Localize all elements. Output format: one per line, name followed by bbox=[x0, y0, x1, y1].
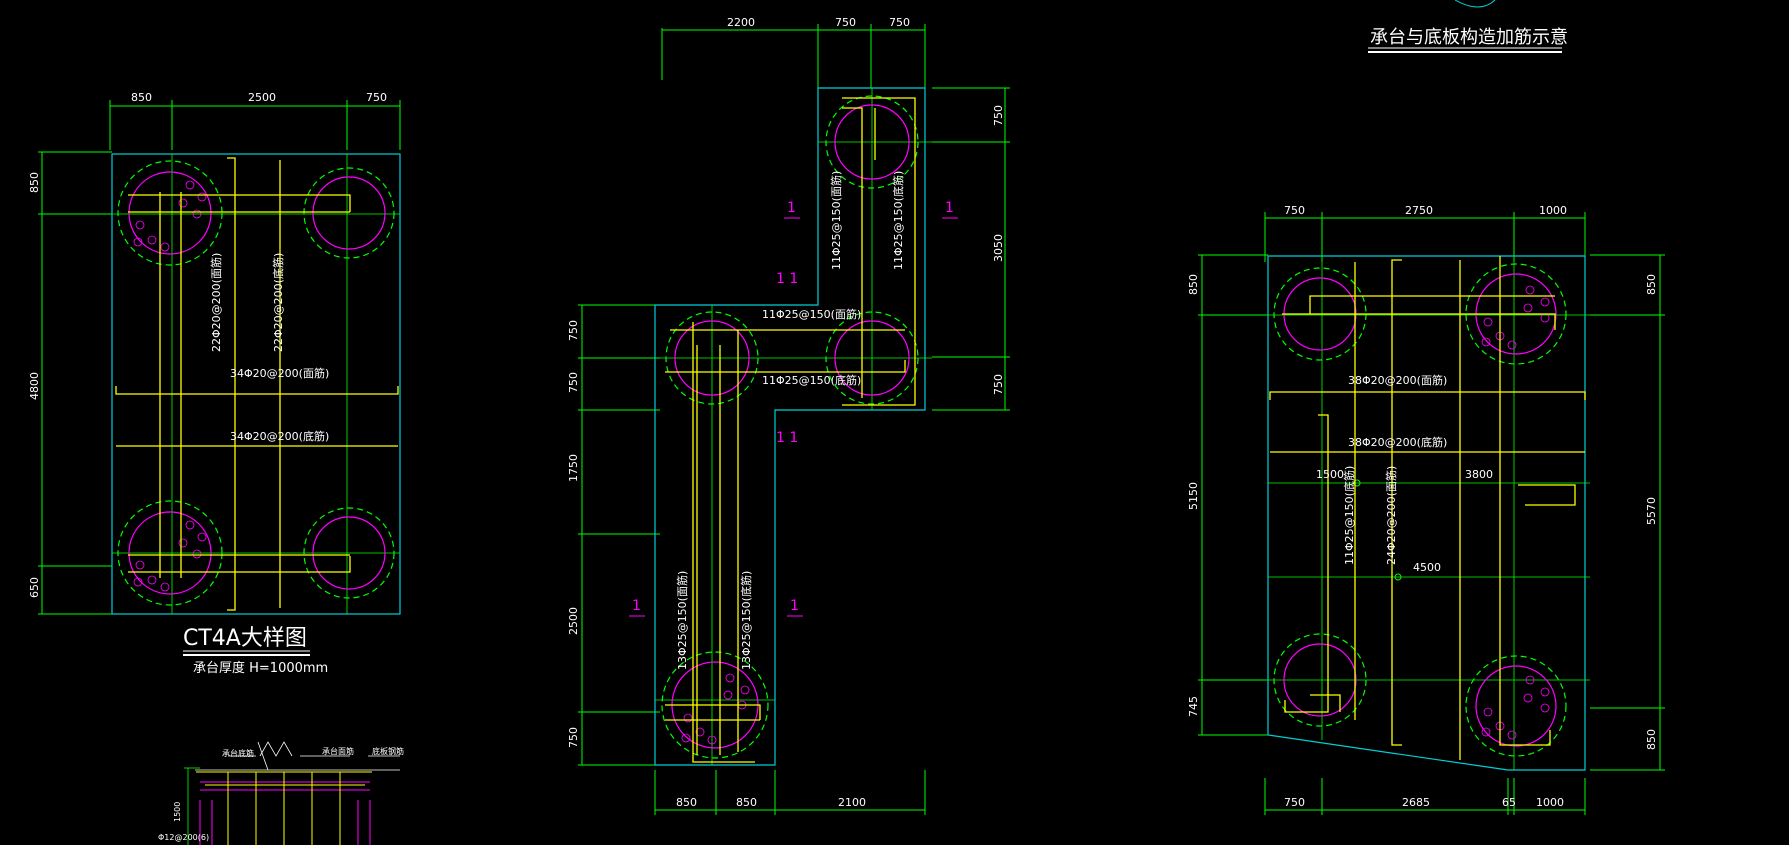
right-cap-dims-bottom bbox=[1264, 778, 1586, 815]
mid-dim-bottom-2: 850 bbox=[736, 796, 757, 809]
right-dim-inner2: 3800 bbox=[1465, 468, 1493, 481]
right-dim-bottom-2: 2685 bbox=[1402, 796, 1430, 809]
right-dim-right-1: 850 bbox=[1645, 274, 1658, 295]
right-cap-piles bbox=[1273, 263, 1567, 757]
left-cap-title: CT4A大样图 bbox=[183, 626, 307, 651]
mid-dim-left-3: 1750 bbox=[567, 454, 580, 482]
dim-left-3: 650 bbox=[28, 577, 41, 598]
section-marks: 1 1 1 1 1 1 1 1 bbox=[629, 200, 958, 617]
section-mark: 1 bbox=[787, 200, 796, 216]
rebar-label-h1: 34Φ20@200(面筋) bbox=[230, 366, 329, 380]
middle-cap-outline bbox=[654, 87, 926, 766]
right-rebar-v2: 24Φ20@200(面筋) bbox=[1384, 466, 1398, 565]
right-dim-top-2: 2750 bbox=[1405, 204, 1433, 217]
right-cap: 750 2750 1000 850 5150 745 850 5570 850 bbox=[1187, 204, 1665, 815]
rebar-label-h2: 34Φ20@200(底筋) bbox=[230, 429, 329, 443]
svg-text:1 1: 1 1 bbox=[776, 430, 798, 446]
drawing-title-group: 承台与底板构造加筋示意 bbox=[1368, 0, 1568, 53]
left-cap-rebars bbox=[115, 157, 399, 611]
left-cap-dims-top bbox=[109, 100, 401, 150]
detail-label-c: 底板钢筋 bbox=[372, 746, 404, 756]
mid-dim-bottom-1: 850 bbox=[676, 796, 697, 809]
detail-label-b: 承台面筋 bbox=[322, 746, 354, 756]
right-dim-bottom-3: 65 bbox=[1502, 796, 1516, 809]
right-dim-right-2: 5570 bbox=[1645, 497, 1658, 525]
mid-dim-top-3: 750 bbox=[889, 16, 910, 29]
right-dim-top-3: 1000 bbox=[1539, 204, 1567, 217]
left-cap-outline bbox=[111, 153, 401, 615]
dim-top-2: 2500 bbox=[248, 91, 276, 104]
middle-cap-piles bbox=[661, 95, 919, 759]
mid-rebar-v-bot1: 13Φ25@150(面筋) bbox=[675, 571, 689, 670]
svg-text:1: 1 bbox=[945, 200, 954, 216]
right-dim-top-1: 750 bbox=[1284, 204, 1305, 217]
mid-dim-top-2: 750 bbox=[835, 16, 856, 29]
dim-top-1: 850 bbox=[131, 91, 152, 104]
mid-rebar-v-top1: 11Φ25@150(面筋) bbox=[829, 171, 843, 270]
dim-left-2: 4800 bbox=[28, 372, 41, 400]
pile-dashed-circle bbox=[117, 160, 223, 266]
detail-dim: 1500 bbox=[173, 802, 182, 822]
left-cap-dims-left bbox=[38, 151, 112, 615]
right-cap-outline bbox=[1267, 255, 1586, 771]
right-cap-dims-left bbox=[1198, 254, 1268, 736]
detail-rebar: Φ12@200(6) bbox=[158, 833, 209, 842]
detail-section: 承台底筋 承台面筋 底板钢筋 1500 Φ12@200(6) bbox=[158, 741, 404, 845]
svg-text:1: 1 bbox=[632, 598, 641, 614]
left-cap: 850 2500 750 850 4800 650 bbox=[28, 91, 401, 676]
mid-rebar-h2: 11Φ25@150(底筋) bbox=[762, 373, 861, 387]
right-dim-left-3: 745 bbox=[1187, 696, 1200, 717]
right-dim-inner3: 4500 bbox=[1413, 561, 1441, 574]
right-cap-dims-top bbox=[1264, 212, 1586, 262]
mid-dim-left-2: 750 bbox=[567, 372, 580, 393]
svg-text:1: 1 bbox=[790, 598, 799, 614]
detail-label-a: 承台底筋 bbox=[222, 748, 254, 758]
middle-cap-dims-right bbox=[932, 87, 1010, 411]
left-cap-thickness-note: 承台厚度 H=1000mm bbox=[193, 660, 328, 676]
right-dim-bottom-4: 1000 bbox=[1536, 796, 1564, 809]
rebar-label-v2: 22Φ20@200(底筋) bbox=[271, 253, 285, 352]
mid-dim-right-1: 750 bbox=[992, 105, 1005, 126]
right-dim-left-2: 5150 bbox=[1187, 482, 1200, 510]
mid-dim-right-3: 750 bbox=[992, 374, 1005, 395]
right-rebar-h2: 38Φ20@200(底筋) bbox=[1348, 435, 1447, 449]
middle-cap: 2200 750 750 750 3050 750 750 750 1750 2… bbox=[567, 16, 1010, 815]
rebar-label-v1: 22Φ20@200(面筋) bbox=[209, 253, 223, 352]
mid-dim-left-1: 750 bbox=[567, 320, 580, 341]
middle-cap-rebars bbox=[665, 97, 916, 763]
right-dim-left-1: 850 bbox=[1187, 274, 1200, 295]
right-dim-right-3: 850 bbox=[1645, 729, 1658, 750]
right-rebar-v1: 11Φ25@150(底筋) bbox=[1342, 466, 1356, 565]
middle-cap-dims-top bbox=[661, 24, 926, 88]
pile-circle bbox=[128, 171, 212, 255]
middle-cap-dims-left bbox=[578, 304, 660, 766]
mid-dim-right-2: 3050 bbox=[992, 234, 1005, 262]
right-dim-inner1: 1500 bbox=[1316, 468, 1344, 481]
section-mark-double: 1 1 bbox=[776, 271, 798, 287]
right-cap-rebars bbox=[1269, 256, 1586, 760]
mid-rebar-v-bot2: 13Φ25@150(底筋) bbox=[739, 571, 753, 670]
mid-dim-left-5: 750 bbox=[567, 727, 580, 748]
right-cap-dims-right bbox=[1590, 254, 1665, 771]
middle-cap-dims-bottom bbox=[654, 770, 926, 815]
left-cap-piles bbox=[117, 160, 395, 606]
drawing-title: 承台与底板构造加筋示意 bbox=[1370, 27, 1568, 48]
mid-dim-top-1: 2200 bbox=[727, 16, 755, 29]
right-dim-bottom-1: 750 bbox=[1284, 796, 1305, 809]
dim-left-1: 850 bbox=[28, 172, 41, 193]
mid-dim-left-4: 2500 bbox=[567, 607, 580, 635]
right-rebar-h1: 38Φ20@200(面筋) bbox=[1348, 373, 1447, 387]
dim-top-3: 750 bbox=[366, 91, 387, 104]
mid-rebar-v-top2: 11Φ25@150(底筋) bbox=[891, 171, 905, 270]
mid-dim-bottom-3: 2100 bbox=[838, 796, 866, 809]
mid-rebar-h1: 11Φ25@150(面筋) bbox=[762, 307, 861, 321]
